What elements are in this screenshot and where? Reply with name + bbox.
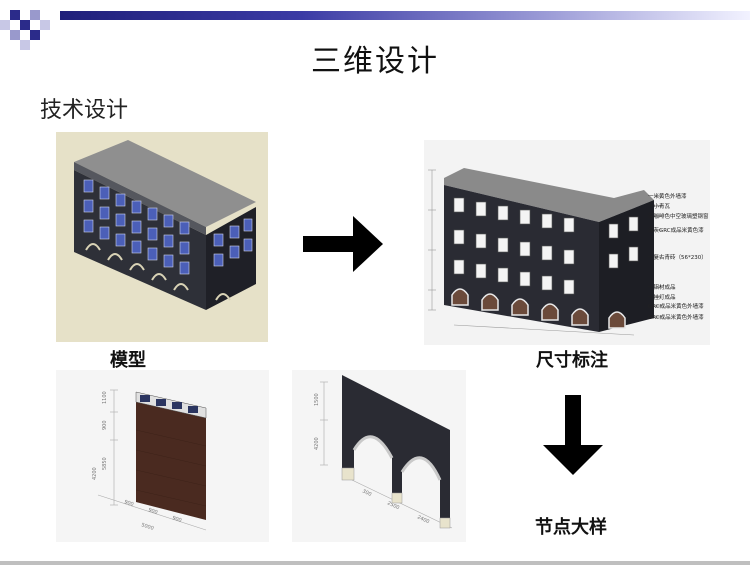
dimension-value: 900: [147, 507, 158, 516]
checker-square: [30, 30, 40, 40]
wall-detail-panel: 1100 900 5850 4200 900 900 900 5000: [56, 370, 269, 542]
slide-title: 三维设计: [311, 44, 439, 79]
callout-leaders: [654, 195, 662, 318]
model-render-panel: [56, 132, 268, 342]
dimension-value: 1500: [314, 393, 320, 406]
dimension-value: 900: [102, 420, 108, 430]
callout-label: 一米黄色外墙漆: [648, 192, 687, 200]
facade-left: [74, 170, 206, 310]
dimension-render-panel: 一米黄色外墙漆 一小青瓦 深咖啡色中空玻璃塑钢窗 深灰GRC成品米黄色漆 一复古…: [424, 140, 710, 345]
checker-square: [30, 10, 40, 20]
callout-label: 一挂灯成品: [648, 293, 676, 301]
dimension-value: 2400: [416, 514, 430, 525]
checker-square: [10, 30, 20, 40]
ground-arches: [451, 288, 626, 329]
checker-square: [20, 40, 30, 50]
brick-wall: [136, 392, 206, 520]
window-panes: [140, 395, 198, 413]
caption-dimension: 尺寸标注: [536, 350, 608, 371]
window-grid: [83, 179, 253, 275]
dimension-value: 300: [361, 488, 372, 497]
dimension-value: 900: [171, 515, 182, 524]
dimension-lines: [97, 389, 207, 531]
dimension-value: 1100: [102, 391, 108, 404]
arch-frame: [342, 375, 450, 525]
building-model-illustration: [74, 140, 256, 310]
roof: [74, 140, 256, 227]
slide-subtitle: 技术设计: [40, 98, 129, 123]
checker-square: [10, 10, 20, 20]
arch-bases: [341, 467, 451, 529]
dimension-value: 4200: [92, 467, 98, 480]
roof: [444, 168, 654, 222]
right-arrow-icon: [303, 216, 383, 272]
checker-square: [20, 20, 30, 30]
dimension-value: 2500: [386, 500, 400, 511]
arch-detail-panel: 1500 4200 300 2500 2400: [292, 370, 466, 542]
window-grid: [453, 197, 639, 295]
dimension-lines: [320, 381, 453, 529]
facade-right: [206, 207, 256, 310]
callout-label: 一复古青砖（56*230）: [648, 253, 707, 261]
dimension-lines: [428, 169, 635, 336]
callout-label: 深灰GRC成品米黄色漆: [648, 226, 704, 234]
footer-divider: [0, 561, 750, 565]
caption-model: 模型: [110, 350, 146, 371]
brick-texture: [135, 429, 207, 507]
arch-trim: [352, 435, 442, 481]
callout-label: GRC成品米黄色外墙漆: [648, 313, 704, 321]
wall-detail-illustration: 1100 900 5850 4200 900 900 900 5000: [92, 389, 207, 532]
facade-side: [599, 200, 654, 332]
corner-checker-decoration: [0, 0, 60, 60]
dimension-values: 1100 900 5850 4200 900 900 900 5000: [92, 391, 182, 532]
callout-label: 一铝材成品: [648, 283, 676, 291]
caption-detail: 节点大样: [535, 517, 607, 538]
callout-label: 一小青瓦: [648, 202, 671, 210]
dimension-value: 5000: [140, 522, 154, 532]
checker-square: [0, 20, 10, 30]
callout-labels: 一米黄色外墙漆 一小青瓦 深咖啡色中空玻璃塑钢窗 深灰GRC成品米黄色漆 一复古…: [648, 192, 709, 321]
dimension-value: 900: [123, 499, 134, 508]
dimension-value: 5850: [102, 457, 108, 470]
down-arrow-icon: [543, 395, 603, 475]
dimension-values: 1500 4200 300 2500 2400: [314, 393, 430, 525]
arch-detail-illustration: 1500 4200 300 2500 2400: [314, 375, 453, 529]
facade-front: [444, 185, 599, 332]
building-dimension-illustration: 一米黄色外墙漆 一小青瓦 深咖啡色中空玻璃塑钢窗 深灰GRC成品米黄色漆 一复古…: [428, 168, 709, 336]
header-gradient-bar: [60, 11, 750, 20]
dimension-value: 4200: [314, 437, 320, 450]
checker-square: [40, 20, 50, 30]
ground-arches: [85, 243, 231, 301]
callout-label: GRC成品米黄色外墙漆: [648, 302, 704, 310]
callout-label: 深咖啡色中空玻璃塑钢窗: [648, 212, 709, 220]
